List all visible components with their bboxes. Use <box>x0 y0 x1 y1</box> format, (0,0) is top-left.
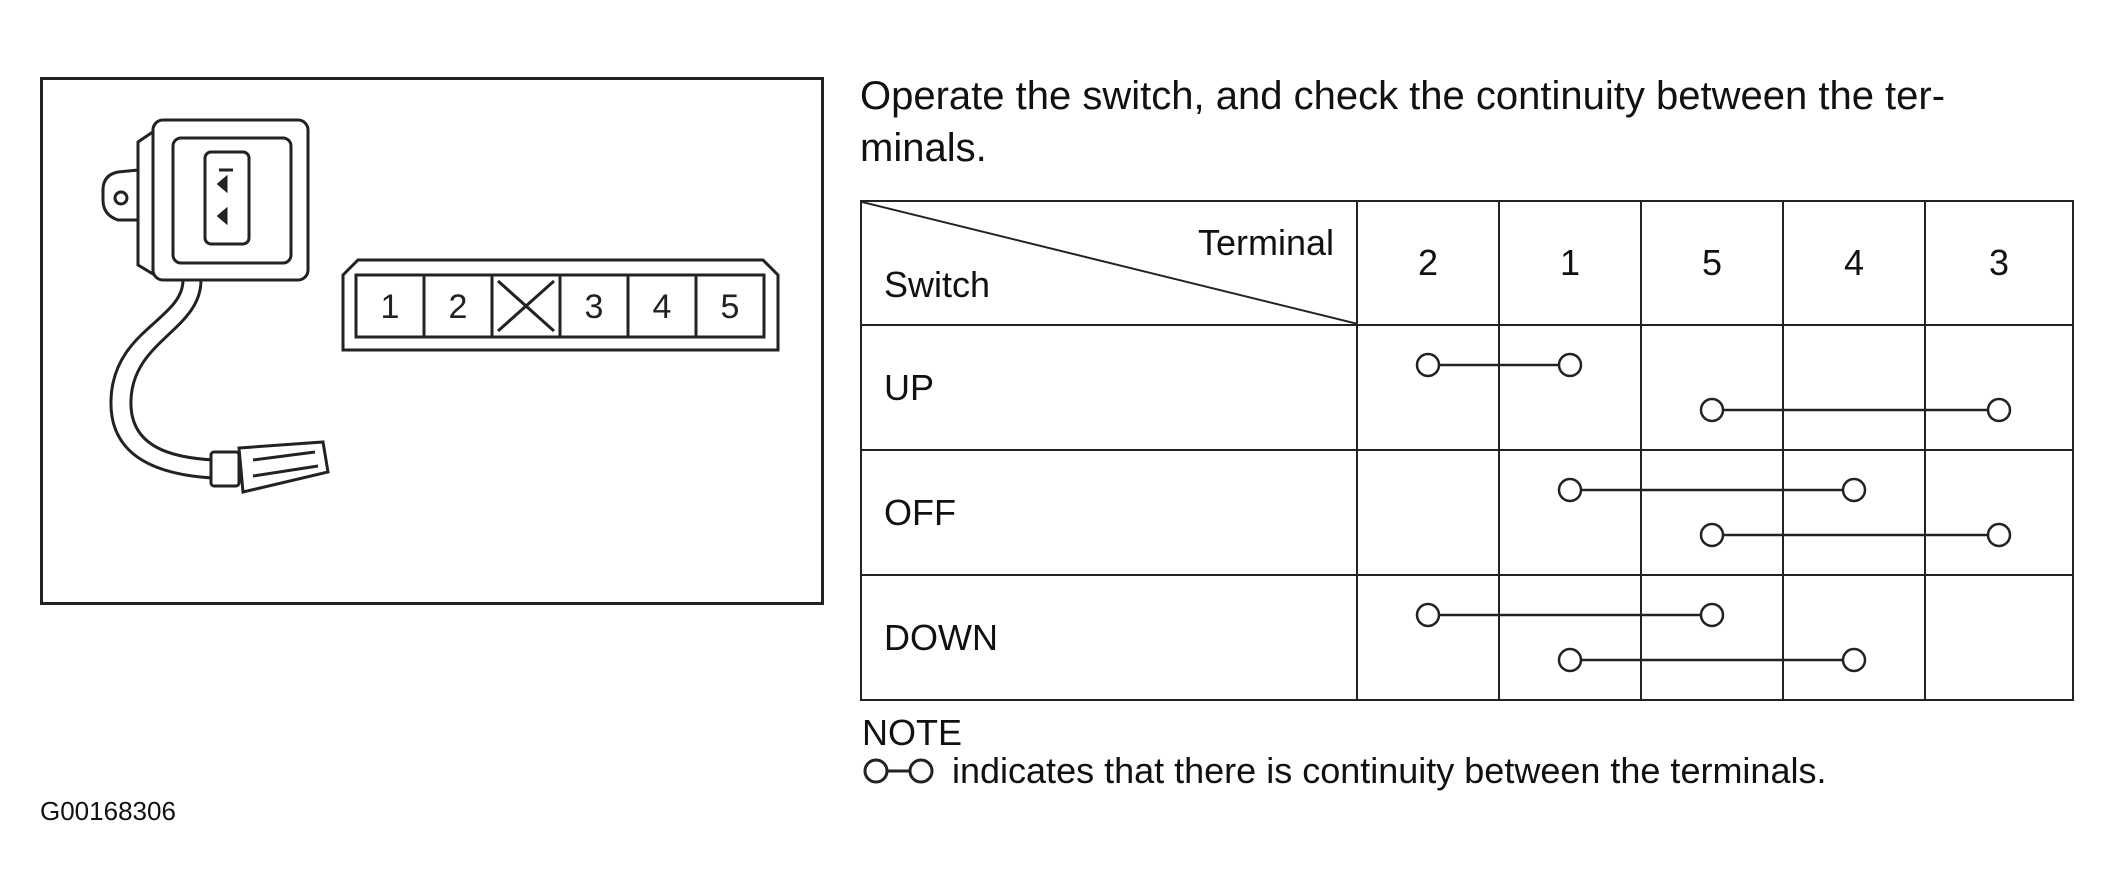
terminal-column-1: 1 <box>1498 200 1642 326</box>
continuity-symbol-icon <box>863 758 934 784</box>
terminal-column-3: 3 <box>1924 200 2074 326</box>
switch-illustration-frame: 1 2 3 4 5 <box>40 77 824 605</box>
connector-pin-label: 2 <box>449 288 468 326</box>
note-line: indicates that there is continuity betwe… <box>862 750 1826 792</box>
terminal-header-label: Terminal <box>1197 222 1334 263</box>
switch-position-up: UP <box>860 324 1358 451</box>
switch-header-label: Switch <box>884 264 991 305</box>
connector-pin-label: 3 <box>585 288 604 326</box>
connector-pin-label: 4 <box>653 288 672 326</box>
switch-position-down: DOWN <box>860 574 1358 701</box>
cable-connector <box>209 440 330 494</box>
switch-body <box>101 118 310 282</box>
instruction-line-2: minals. <box>860 126 987 170</box>
figure-id: G00168306 <box>40 796 176 826</box>
connector-pins: 1 2 3 4 5 <box>354 273 766 339</box>
connector-pin-label: 1 <box>381 288 400 326</box>
note-title: NOTE <box>862 712 963 753</box>
switch-position-off: OFF <box>860 449 1358 576</box>
switch-row-up: UP <box>860 324 2074 451</box>
table-corner-cell: Terminal Switch <box>860 200 1358 326</box>
note-text: indicates that there is continuity betwe… <box>952 750 1827 791</box>
corner-diagonal <box>863 203 1355 323</box>
instruction-line-1: Operate the switch, and check the contin… <box>860 74 1946 118</box>
terminal-column-4: 4 <box>1782 200 1926 326</box>
connector-pin-cell <box>694 273 766 339</box>
connector-pin-cell <box>354 273 426 339</box>
blank-pin-cross <box>497 279 555 333</box>
power-window-switch-illustration: 1 2 3 4 5 <box>101 118 780 494</box>
switch-row-off: OFF <box>860 449 2074 576</box>
terminal-column-2: 2 <box>1356 200 1500 326</box>
terminal-column-5: 5 <box>1640 200 1784 326</box>
continuity-table: Terminal Switch 2 1 5 4 3 UP OFF DOWN <box>860 200 2074 701</box>
connector-pin-label: 5 <box>721 288 740 326</box>
instruction-text: Operate the switch, and check the contin… <box>860 70 2090 174</box>
table-header-row: Terminal Switch 2 1 5 4 3 <box>860 200 2074 326</box>
switch-row-down: DOWN <box>860 574 2074 701</box>
switch-cable <box>109 279 216 480</box>
